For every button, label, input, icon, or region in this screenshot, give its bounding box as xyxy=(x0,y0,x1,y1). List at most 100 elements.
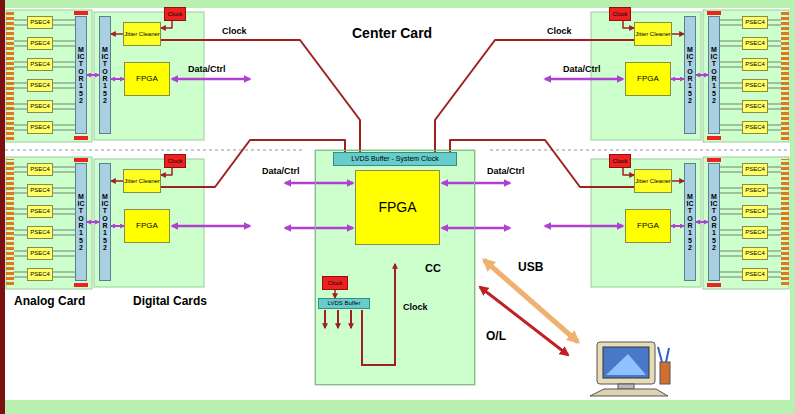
connector-strip: MICTOR 152 xyxy=(75,163,87,281)
node-text: FPGA xyxy=(378,200,416,215)
data-link xyxy=(111,225,124,227)
chip-box: PSEC4 xyxy=(742,79,768,92)
card-panels xyxy=(6,10,789,385)
node-text: FPGA xyxy=(637,222,659,231)
node-text: PSEC4 xyxy=(745,103,765,110)
node-text: Jitter Cleaner xyxy=(635,31,671,38)
clock-line xyxy=(161,140,345,187)
digital-card xyxy=(94,12,204,140)
node-text: PSEC4 xyxy=(30,271,50,278)
node-text: PSEC4 xyxy=(745,19,765,26)
pin-strip xyxy=(781,159,789,287)
data-link xyxy=(696,74,708,76)
pin-strip xyxy=(781,12,789,140)
node-text: PSEC4 xyxy=(745,166,765,173)
trace-lines xyxy=(53,16,75,134)
node-text: PSEC4 xyxy=(745,208,765,215)
chip-box: PSEC4 xyxy=(742,37,768,50)
node-text: PSEC4 xyxy=(745,82,765,89)
analog-card xyxy=(703,10,789,142)
jitter-cleaner-box: Jitter Cleaner xyxy=(123,22,161,46)
clock-line xyxy=(334,290,336,298)
clock-out-arrow xyxy=(324,310,326,328)
connector-strip: MICTOR 152 xyxy=(708,163,720,281)
node-text: LVDS Buffer xyxy=(328,300,361,307)
clock-box: Clock xyxy=(609,154,631,168)
node-text: PSEC4 xyxy=(745,187,765,194)
node-text: PSEC4 xyxy=(30,208,50,215)
screen xyxy=(603,347,649,378)
keyboard xyxy=(590,389,668,396)
node-text: PSEC4 xyxy=(30,166,50,173)
clock-line xyxy=(161,40,360,152)
fpga-box: FPGA xyxy=(124,209,170,243)
chip-box: PSEC4 xyxy=(742,247,768,260)
node-text: MICTOR 152 xyxy=(711,193,718,252)
clock-line xyxy=(161,21,172,28)
signal-label: Data/Ctrl xyxy=(563,64,601,74)
trace-lines xyxy=(14,163,27,281)
center-card-panel xyxy=(315,150,475,385)
signal-label: Clock xyxy=(547,26,572,36)
chip-box: PSEC4 xyxy=(742,16,768,29)
node-text: Jitter Cleaner xyxy=(124,178,160,185)
connector-strip: MICTOR 152 xyxy=(75,16,87,134)
card-label: Analog Card xyxy=(14,295,85,309)
chip-box: PSEC4 xyxy=(27,37,53,50)
data-link xyxy=(696,221,708,223)
node-text: MICTOR 152 xyxy=(687,46,694,105)
clock-line xyxy=(450,140,634,187)
chip-box: PSEC4 xyxy=(742,121,768,134)
node-text: FPGA xyxy=(136,75,158,84)
pin-strip xyxy=(6,12,14,140)
pencils xyxy=(658,347,669,362)
chip-box: PSEC4 xyxy=(27,163,53,176)
data-arrow xyxy=(545,225,623,228)
node-text: PSEC4 xyxy=(30,61,50,68)
signal-label: Data/Ctrl xyxy=(188,64,226,74)
signal-label: Clock xyxy=(403,302,428,312)
link-label: USB xyxy=(518,261,543,275)
pin-strip xyxy=(6,159,14,287)
chip-box: PSEC4 xyxy=(27,58,53,71)
node-text: MICTOR 152 xyxy=(102,46,109,105)
clock-line xyxy=(435,40,634,152)
node-text: Jitter Cleaner xyxy=(635,178,671,185)
optical-link xyxy=(480,287,568,355)
signal-label: Data/Ctrl xyxy=(487,166,525,176)
data-link xyxy=(87,74,99,76)
small-red-parts xyxy=(74,11,721,287)
chip-box: PSEC4 xyxy=(27,205,53,218)
chip-box: PSEC4 xyxy=(27,100,53,113)
trace-lines xyxy=(14,16,781,281)
panel-ground xyxy=(5,8,790,400)
card-label: Digital Cards xyxy=(133,295,207,309)
chip-box: PSEC4 xyxy=(27,121,53,134)
red-part xyxy=(707,11,721,15)
trace-lines xyxy=(768,16,781,134)
digital-card xyxy=(591,12,701,140)
data-link xyxy=(87,221,99,223)
connector-strip: MICTOR 152 xyxy=(99,163,111,281)
lvds-buffer-box: LVDS Buffer xyxy=(318,298,370,309)
node-text: PSEC4 xyxy=(745,61,765,68)
data-link xyxy=(671,78,684,80)
fpga-box: FPGA xyxy=(625,209,671,243)
clock-line xyxy=(623,21,634,28)
side-bar xyxy=(0,0,5,414)
monitor xyxy=(597,342,655,384)
chip-box: PSEC4 xyxy=(742,184,768,197)
node-text: PSEC4 xyxy=(30,103,50,110)
signal-label: Clock xyxy=(222,26,247,36)
clock-line xyxy=(111,33,123,35)
link-label: O/L xyxy=(486,330,506,344)
node-text: PSEC4 xyxy=(745,40,765,47)
red-part xyxy=(707,136,721,140)
node-text: PSEC4 xyxy=(30,19,50,26)
node-text: PSEC4 xyxy=(30,229,50,236)
chip-box: PSEC4 xyxy=(742,163,768,176)
clock-line xyxy=(672,180,684,182)
